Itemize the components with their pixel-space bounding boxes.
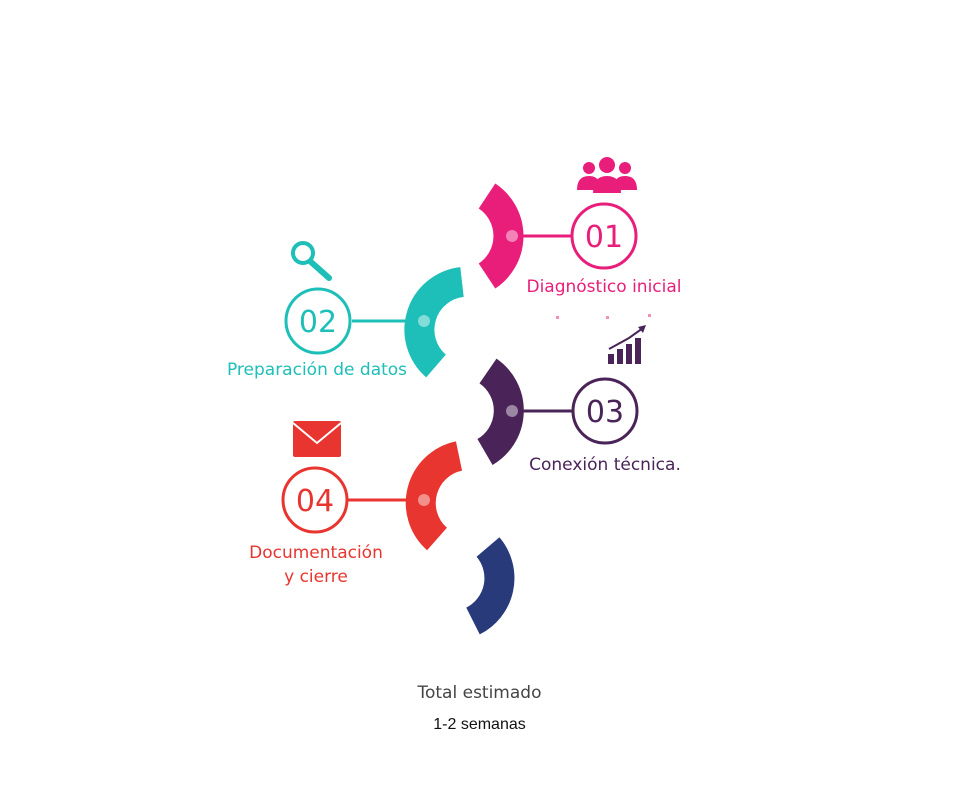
step-label-2: Preparación de datos — [227, 360, 407, 380]
connector-dot-4 — [418, 494, 430, 506]
step-label-3: Conexión técnica. — [529, 455, 681, 475]
connector-dot-2 — [418, 315, 430, 327]
step-label-1: Diagnóstico inicial — [526, 277, 681, 297]
connector-dot-1 — [506, 230, 518, 242]
snake-segment-4 — [405, 441, 463, 551]
connector-dot-3 — [506, 405, 518, 417]
footer-title: Total estimado — [417, 683, 542, 703]
step-circle-4 — [281, 466, 349, 534]
step-number-4: 04 — [296, 484, 334, 519]
envelope-icon — [292, 421, 342, 457]
footer-subtitle: 1-2 semanas — [433, 716, 526, 733]
step-number-3: 03 — [586, 395, 624, 430]
step-label-4-line2: y cierre — [284, 567, 348, 587]
step-number-1: 01 — [585, 220, 623, 255]
snake-segment-3 — [476, 358, 524, 465]
users-icon — [577, 157, 637, 193]
snake-segment-2 — [404, 267, 465, 378]
decorative-dots — [556, 314, 651, 319]
bar-chart-icon — [608, 325, 646, 364]
step-number-2: 02 — [299, 305, 337, 340]
step-circle-3 — [571, 377, 639, 445]
snake-segment-1 — [478, 183, 524, 289]
step-circle-1 — [570, 202, 638, 270]
magnifier-icon — [291, 241, 332, 281]
step-label-4-line1: Documentación — [249, 543, 383, 563]
step-circle-2 — [284, 287, 352, 355]
snake-segment-tail — [465, 537, 515, 635]
